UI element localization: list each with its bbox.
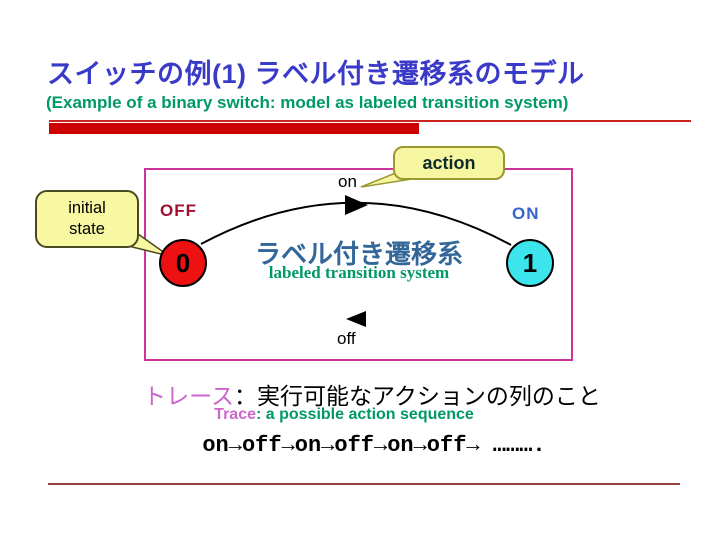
trace-term-jp: トレース xyxy=(143,383,234,409)
initial-state-callout: initial state xyxy=(35,190,139,248)
trace-def-jp: ：実行可能なアクションの列のこと xyxy=(234,383,601,409)
state-1-label: 1 xyxy=(522,247,538,278)
on-state-name: ON xyxy=(512,204,540,223)
initial-state-callout-line2: state xyxy=(69,220,105,238)
trace-term-en: Trace xyxy=(214,406,256,423)
trace-sequence: on→off→on→off→on→off→ ………. xyxy=(202,433,546,458)
state-0-label: 0 xyxy=(175,247,191,278)
action-callout: action xyxy=(393,146,505,180)
header-rule-thin xyxy=(49,120,691,122)
trace-definition-en: Trace: a possible action sequence xyxy=(0,406,688,424)
action-callout-label: action xyxy=(422,152,476,173)
on-transition-label: on xyxy=(338,172,357,191)
diagram-caption-en: labeled transition system xyxy=(268,263,450,282)
initial-state-callout-line1: initial xyxy=(68,199,106,218)
trace-def-en: : a possible action sequence xyxy=(255,406,474,423)
slide-title: スイッチの例(1) ラベル付き遷移系のモデル xyxy=(47,59,585,89)
diagram-caption-jp: ラベル付き遷移系 xyxy=(254,239,463,269)
state-1-node: 1 xyxy=(506,239,554,287)
trace-definition-jp: トレース：実行可能なアクションの列のこと xyxy=(0,377,720,411)
footer-rule xyxy=(48,483,680,485)
off-transition-label: off xyxy=(337,329,356,348)
transition-diagram-frame xyxy=(144,168,573,361)
slide-subtitle: (Example of a binary switch: model as la… xyxy=(46,93,569,112)
header-rule-thick xyxy=(49,123,419,134)
state-0-node: 0 xyxy=(159,239,207,287)
off-state-name: OFF xyxy=(160,201,197,220)
